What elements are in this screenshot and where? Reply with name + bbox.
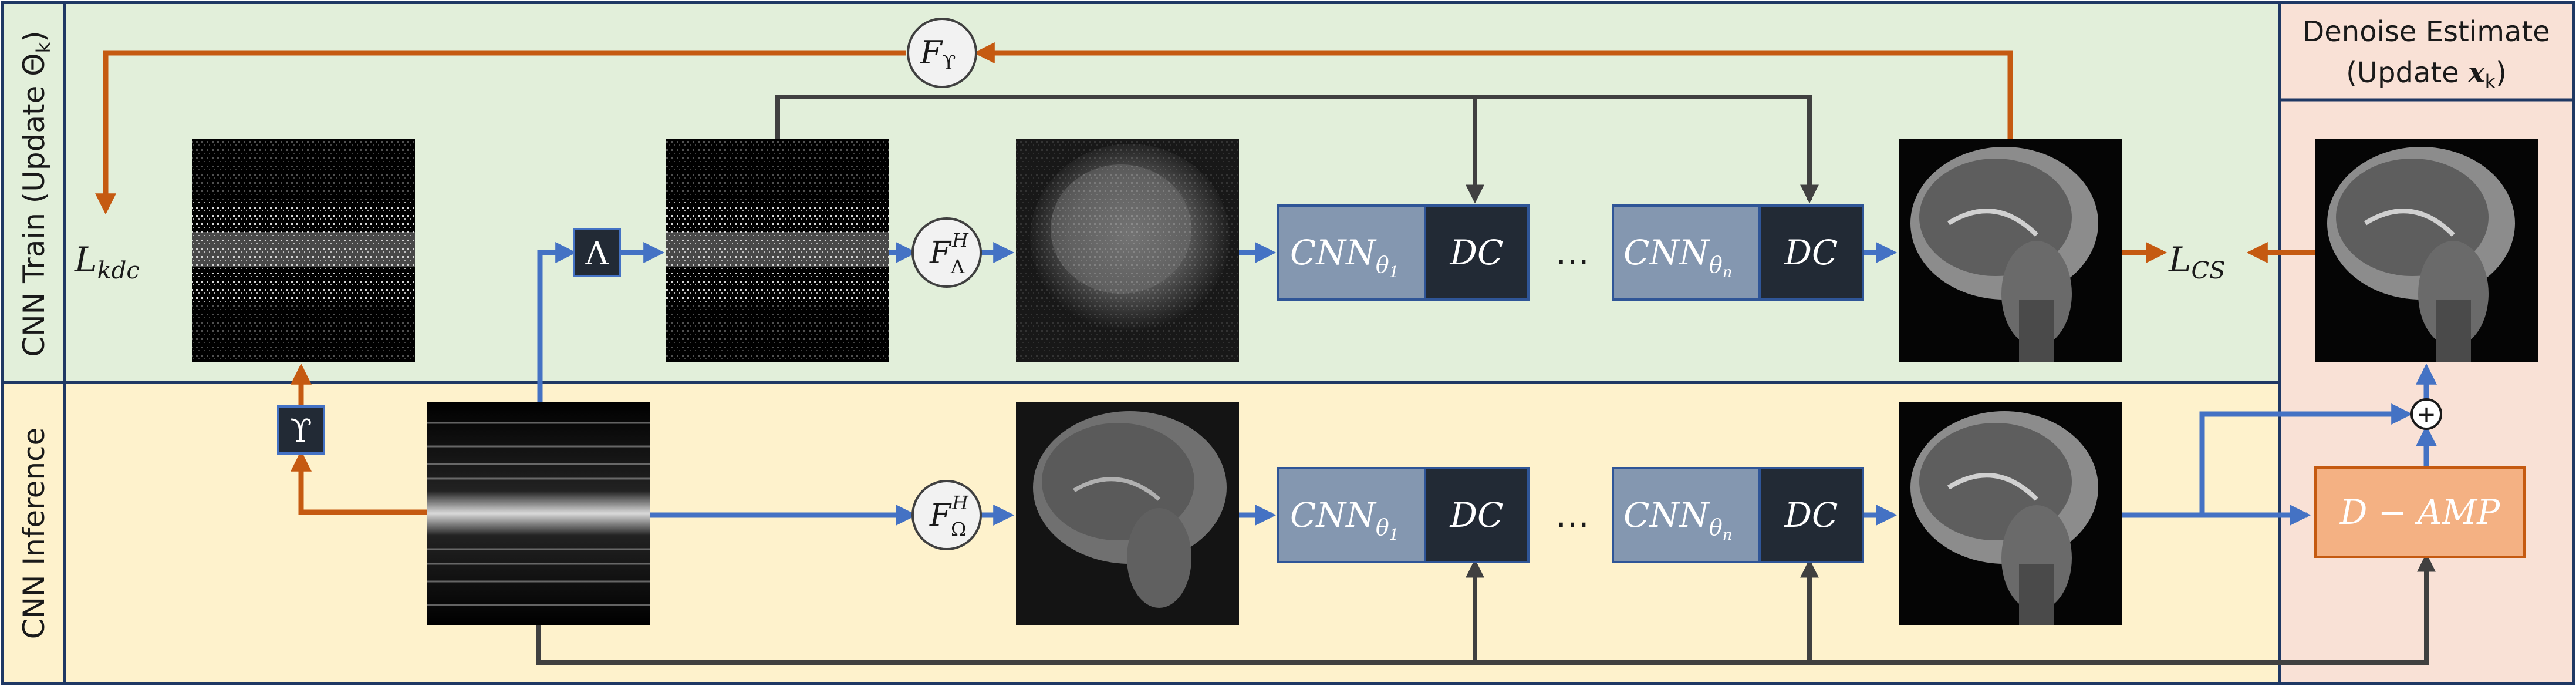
reconstructed-brain-image-inference [1899, 402, 2122, 625]
svg-text:D − AMP: D − AMP [2339, 492, 2500, 532]
svg-text:H: H [951, 229, 969, 251]
svg-text:Ω: Ω [951, 518, 967, 540]
svg-text:DC: DC [1450, 233, 1504, 273]
svg-text:CNNθ1: CNNθ1 [1290, 233, 1399, 281]
ellipsis-inference: … [1555, 495, 1589, 535]
denoise-title-line2: (Update xk) [2346, 56, 2507, 93]
ellipsis-train: … [1555, 233, 1589, 273]
svg-text:CNNθn: CNNθn [1623, 233, 1733, 281]
svg-text:+: + [2416, 401, 2436, 428]
dark-arrows [536, 95, 2436, 665]
orange-arrows [95, 42, 2315, 515]
aliased-brain-image-train [1016, 139, 1239, 362]
d-amp-block: D − AMP [2314, 466, 2526, 558]
svg-text:Λ: Λ [950, 255, 965, 278]
loss-cs-label: LCS [2168, 240, 2226, 284]
reconstructed-brain-image-train [1899, 139, 2122, 362]
kspace-image-full [427, 402, 650, 625]
denoised-brain-image [2315, 139, 2538, 362]
svg-text:DC: DC [1450, 495, 1504, 535]
sum-operator: + [2410, 398, 2442, 430]
denoise-title-line1: Denoise Estimate [2302, 15, 2550, 48]
svg-text:F: F [929, 236, 952, 271]
upsilon-operator: ϒ [277, 405, 325, 455]
lambda-operator: Λ [573, 228, 621, 277]
cnn-dc-block-n-train: CNNθn DC [1612, 204, 1864, 301]
svg-text:Fϒ: Fϒ [920, 34, 956, 75]
svg-text:ϒ: ϒ [290, 412, 312, 449]
cnn-dc-block-1-inference: CNNθ1 DC [1277, 467, 1530, 563]
train-row-label: CNN Train (Update Θk) [17, 31, 55, 357]
f-lambda-h-operator: F H Λ [911, 217, 982, 288]
cnn-dc-block-n-inference: CNNθn DC [1612, 467, 1864, 563]
cnn-dc-block-1-train: CNNθ1 DC [1277, 204, 1530, 301]
loss-kdc-label: Lkdc [74, 240, 140, 284]
svg-text:Λ: Λ [585, 235, 609, 272]
f-omega-h-operator: F H Ω [911, 480, 982, 550]
svg-text:H: H [951, 492, 969, 514]
f-upsilon-operator: Fϒ [907, 18, 977, 88]
svg-text:DC: DC [1784, 495, 1838, 535]
svg-text:F: F [929, 498, 952, 533]
svg-text:CNNθn: CNNθn [1623, 495, 1733, 544]
svg-text:CNNθ1: CNNθ1 [1290, 495, 1399, 544]
blue-arrows [537, 242, 2437, 526]
kspace-image-upsilon [192, 139, 415, 362]
svg-text:DC: DC [1784, 233, 1838, 273]
kspace-image-lambda [666, 139, 889, 362]
aliased-brain-image-inference [1016, 402, 1239, 625]
inference-row-label: CNN Inference [17, 428, 51, 640]
